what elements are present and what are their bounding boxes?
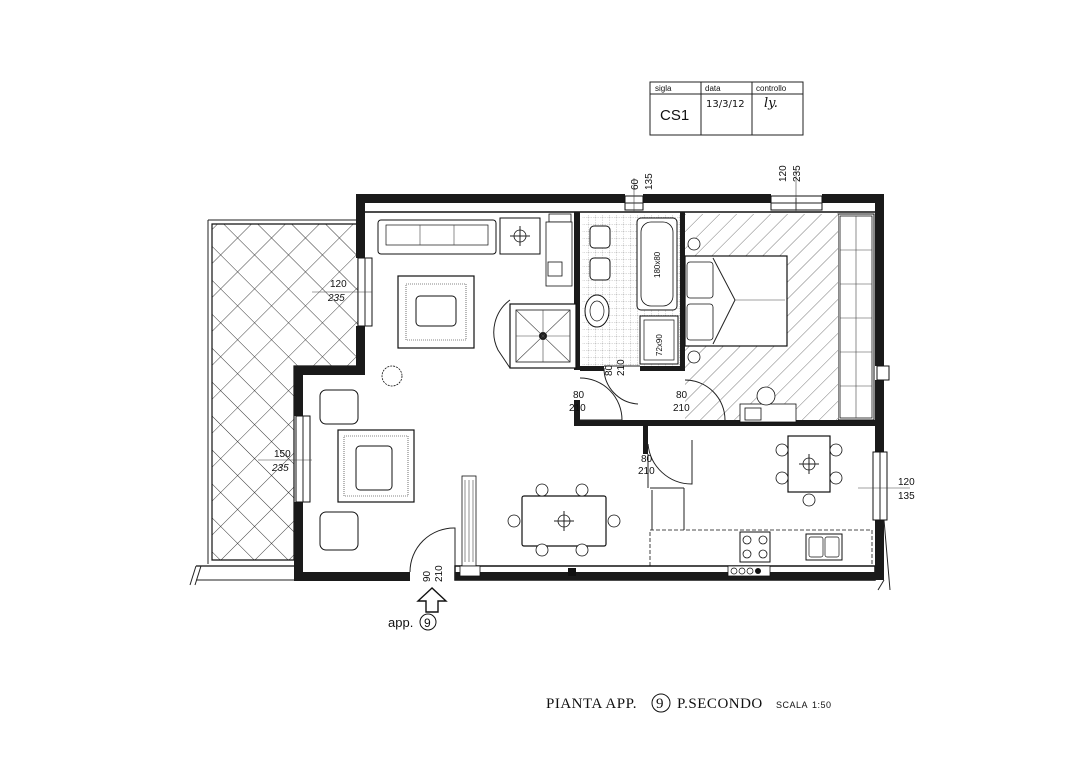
dimension-ticks [258,170,910,489]
dim-door-hall-width: 80 [573,390,585,401]
dimension-labels: 60 135 120 235 120 235 150 235 120 135 8… [271,165,915,582]
dim-door-bath-height: 210 [616,359,627,376]
entrance-label: app. [388,615,413,630]
closet [839,215,873,419]
dim-left-lower-width: 150 [274,449,291,460]
dim-door-bath-width: 80 [604,364,615,376]
tub-label: 180x80 [653,251,662,278]
dim-top-bath-width: 60 [630,178,641,190]
scale-value: 1:50 [812,700,832,710]
dim-left-upper-width: 120 [330,279,347,290]
entrance-number-circle [419,613,437,631]
living-furniture [319,217,621,567]
dim-left-upper-height: 235 [327,293,345,304]
doors [409,365,726,573]
plan-title-number-circle [651,693,671,713]
dim-door-entrance-width: 90 [422,570,433,582]
plan-title-suffix: P.SECONDO [677,696,763,712]
dim-top-bed-height: 235 [792,165,803,182]
dim-left-lower-height: 235 [271,463,289,474]
shower-label: 72x90 [655,334,664,356]
title-block-header-controllo: controllo [756,84,787,93]
dim-right-kitchen-height: 135 [898,491,915,502]
plan-title-number: 9 [656,696,664,712]
dim-door-bed-height: 210 [673,403,690,414]
dim-door-kitchen-height: 210 [638,466,655,477]
bathroom-fixtures [548,213,679,365]
dim-right-kitchen-width: 120 [898,477,915,488]
dim-top-bath-height: 135 [644,173,655,190]
title-block-header-data: data [705,84,721,93]
dim-door-hall-height: 210 [569,403,586,414]
entrance-arrow-icon [416,587,448,613]
title-block-sigla-value: CS1 [660,107,689,124]
entrance-number: 9 [424,616,431,630]
dim-door-kitchen-width: 80 [641,454,653,465]
scale-label: SCALA [776,700,808,710]
title-block-date-value: 13/3/12 [706,99,745,110]
dim-top-bed-width: 120 [778,165,789,182]
dim-door-bed-width: 80 [676,390,688,401]
title-block-header-sigla: sigla [655,84,672,93]
kitchen-furniture [459,435,873,577]
title-block: sigla data controllo CS1 13/3/12 ly. [649,81,804,136]
bed [684,237,797,423]
title-block-check-value: ly. [764,96,778,111]
dim-door-entrance-height: 210 [434,565,445,582]
plan-title-prefix: PIANTA APP. [546,696,637,712]
